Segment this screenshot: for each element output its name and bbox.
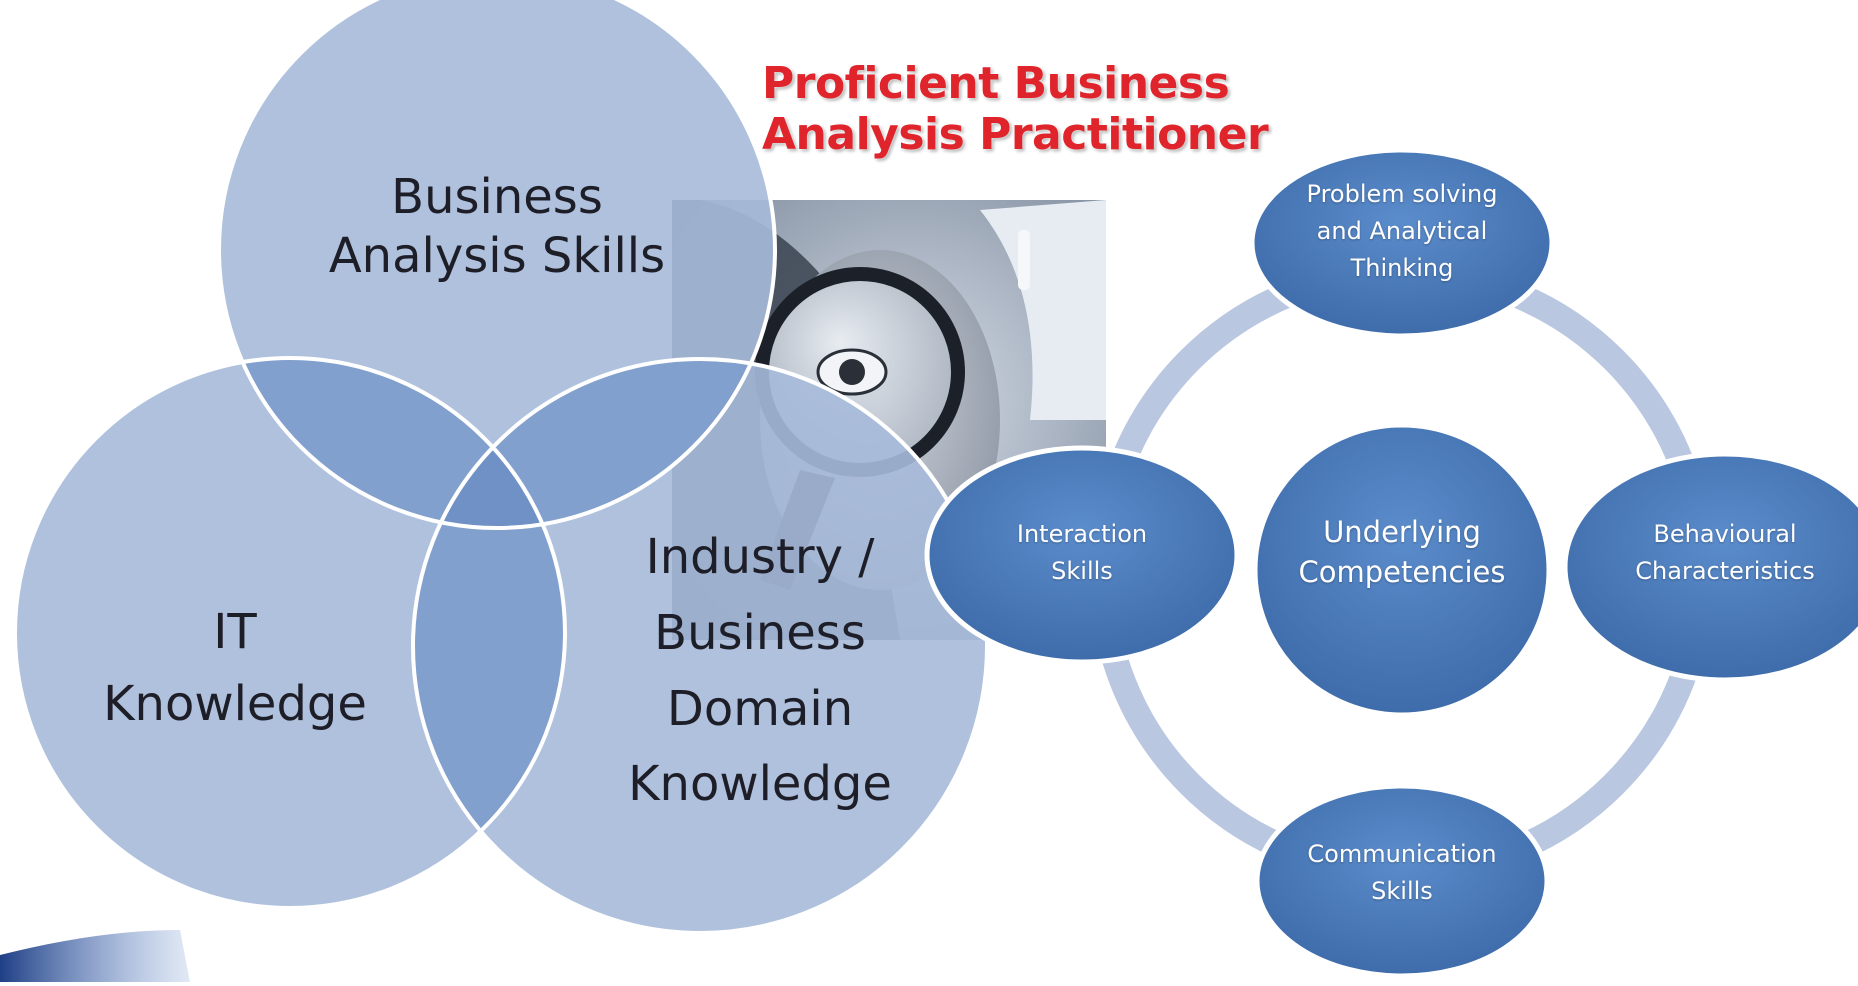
node-behavioural — [1562, 451, 1858, 683]
label-underlying-competencies: Underlying Competencies — [1298, 515, 1506, 590]
label-communication-skills: Communication Skills — [1307, 840, 1497, 906]
node-interaction — [924, 445, 1240, 665]
label-business-analysis-skills: Business Analysis Skills — [328, 169, 666, 284]
venn-diagram — [13, 0, 989, 935]
headline-line-2: Analysis Practitioner — [761, 108, 1270, 161]
node-problem-solving — [1249, 147, 1555, 339]
headline-line-1: Proficient Business — [761, 57, 1231, 110]
label-industry-business-domain-knowledge: Industry / Business Domain Knowledge — [628, 529, 892, 813]
label-problem-solving: Problem solving and Analytical Thinking — [1306, 180, 1498, 283]
node-underlying-competencies — [1252, 422, 1552, 718]
competency-cycle — [924, 147, 1858, 979]
blue-swoosh — [0, 930, 190, 982]
node-communication — [1254, 783, 1550, 979]
label-behavioural-characteristics: Behavioural Characteristics — [1635, 520, 1815, 586]
headline: Proficient Business Analysis Practitione… — [761, 57, 1270, 161]
label-interaction-skills: Interaction Skills — [1016, 520, 1148, 586]
label-it-knowledge: IT Knowledge — [103, 604, 367, 732]
